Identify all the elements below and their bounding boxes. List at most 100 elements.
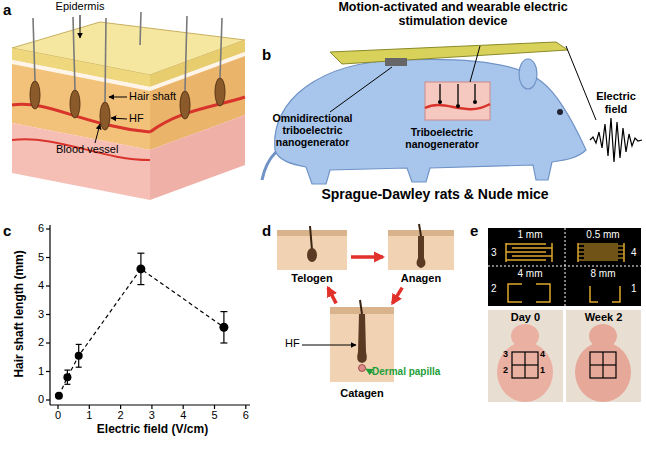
data-point [219,323,228,332]
cycle-stage: Anagen [386,229,456,285]
mouse-photo [590,352,616,378]
part-label: Hair shaft [129,90,176,103]
skin-inset [456,104,460,108]
panel-letter: a [3,1,11,18]
electrode-image [578,260,618,261]
callout-number: 1 [540,365,545,375]
mouse-photo [511,324,539,348]
chart-axes [183,405,184,409]
skin-block [12,123,150,200]
hair-shaft [105,18,106,102]
mouse-photo [566,310,641,402]
hair-shaft [33,12,222,102]
electrode-image [551,243,553,262]
tick-label: 5 [205,409,225,422]
follicle-image [357,314,367,363]
rat-body [557,109,563,115]
callout-number: 1 [631,283,637,295]
chart-axes [89,405,90,409]
electrode-image [578,252,618,253]
mouse-photo [512,352,538,378]
chart-axes [46,371,50,372]
blood-vessel [12,104,150,132]
part-label: Blood vessel [56,143,118,156]
tick-label: 3 [24,308,44,321]
follicle-image [417,236,426,268]
mouse-photo [488,310,641,402]
field-waveform [590,118,642,162]
tick-label: 2 [111,409,131,422]
callout-number: 3 [503,349,508,359]
stage-label: Catagen [330,386,394,400]
mouse-photo [590,352,616,378]
data-point [75,352,83,360]
electrode-image [508,284,522,302]
mouse-photo [512,364,538,365]
panel-letter: c [3,222,11,239]
electrode-image [590,286,598,302]
follicle-image [360,300,362,314]
callout-number: 2 [503,365,508,375]
stage-label: Week 2 [566,310,641,324]
electrode-image [578,244,624,260]
callout-number: 2 [491,283,497,295]
electrode-image [578,256,618,257]
cycle-stage: Telogen [276,229,348,285]
panel-letter: e [470,222,478,239]
chart-axes [151,405,152,409]
error-bar [137,284,144,285]
panel-letter: d [262,222,271,239]
mouse-photo [488,310,563,402]
error-bar [59,253,228,398]
part-label: Electric field [588,90,644,115]
error-bar [137,253,144,254]
hair-follicle [70,90,80,118]
leader-arrow [366,369,373,373]
cycle-arrow [351,255,383,259]
electrode-image [506,259,546,261]
chart-axes [46,257,50,258]
leader-arrow [302,345,356,346]
hair-shaft [140,12,141,45]
data-point [63,373,71,381]
stimulation-device [330,42,568,64]
chart-axes [57,405,58,409]
chart-axes [50,404,250,405]
electrode-image [584,254,624,255]
part-label: HF [285,337,300,350]
chart-axes [245,405,246,409]
cycle-arrow [328,288,336,304]
electrode-image [512,255,552,257]
leader-arrow [109,97,127,98]
callout-number: 4 [540,349,545,359]
electrode-image [565,228,566,306]
mouse-photo [590,364,616,365]
electrode-image [578,244,618,245]
chart-axes [46,228,50,229]
tick-label: 6 [24,222,44,235]
axis-title: Electric field (V/cm) [65,423,240,437]
hair-follicle [100,102,110,130]
blood-vessel [12,97,245,160]
part-label: Epidermis [50,0,110,13]
gap-label: 1 mm [502,229,558,241]
follicle-image [310,226,312,250]
electrode-image [488,266,641,267]
tick-label: 2 [24,336,44,349]
tick-label: 6 [236,409,256,422]
follicle-image [419,224,421,236]
blood-vessel [150,97,245,132]
mouse-photo [575,342,631,402]
electrode-image [578,248,618,249]
error-bar [76,367,82,368]
electrode-image [612,286,620,302]
subject-label: Sprague-Dawley rats & Nude mice [285,186,585,202]
leader-arrow [80,15,81,38]
mouse-photo [589,324,617,348]
hair-shaft [73,17,75,90]
error-bar [76,344,82,345]
rat-body [519,59,537,89]
part-label: Triboelectric nanogenerator [392,126,492,150]
hair-follicle [180,91,190,119]
